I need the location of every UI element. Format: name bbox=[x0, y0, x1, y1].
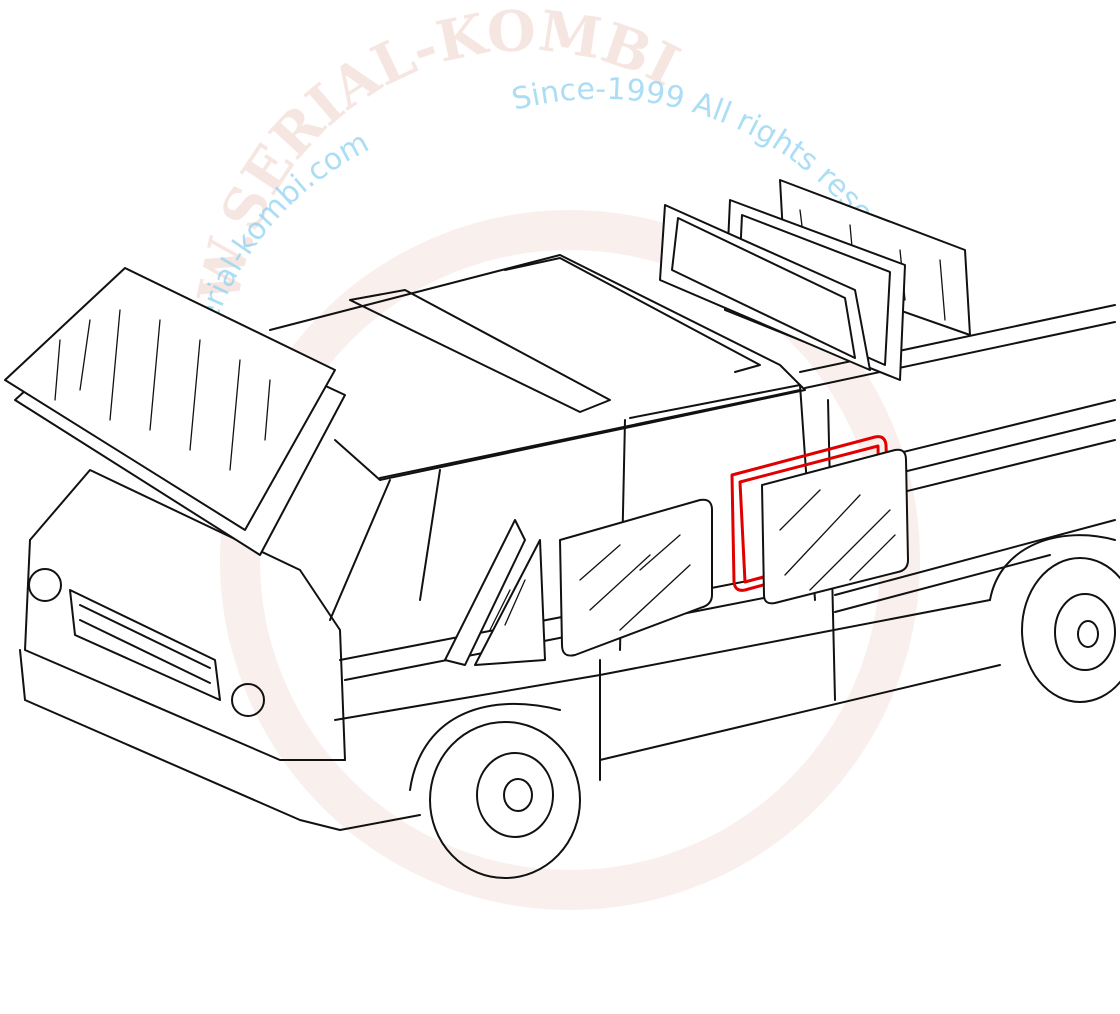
rear-wheel bbox=[1021, 557, 1120, 703]
rear-side-glass bbox=[761, 448, 909, 605]
front-side-glass bbox=[559, 498, 713, 657]
windshield-assembly bbox=[4, 267, 346, 556]
front-wheel bbox=[429, 721, 581, 879]
vent-window bbox=[444, 519, 546, 666]
rear-window-assembly bbox=[659, 179, 971, 381]
